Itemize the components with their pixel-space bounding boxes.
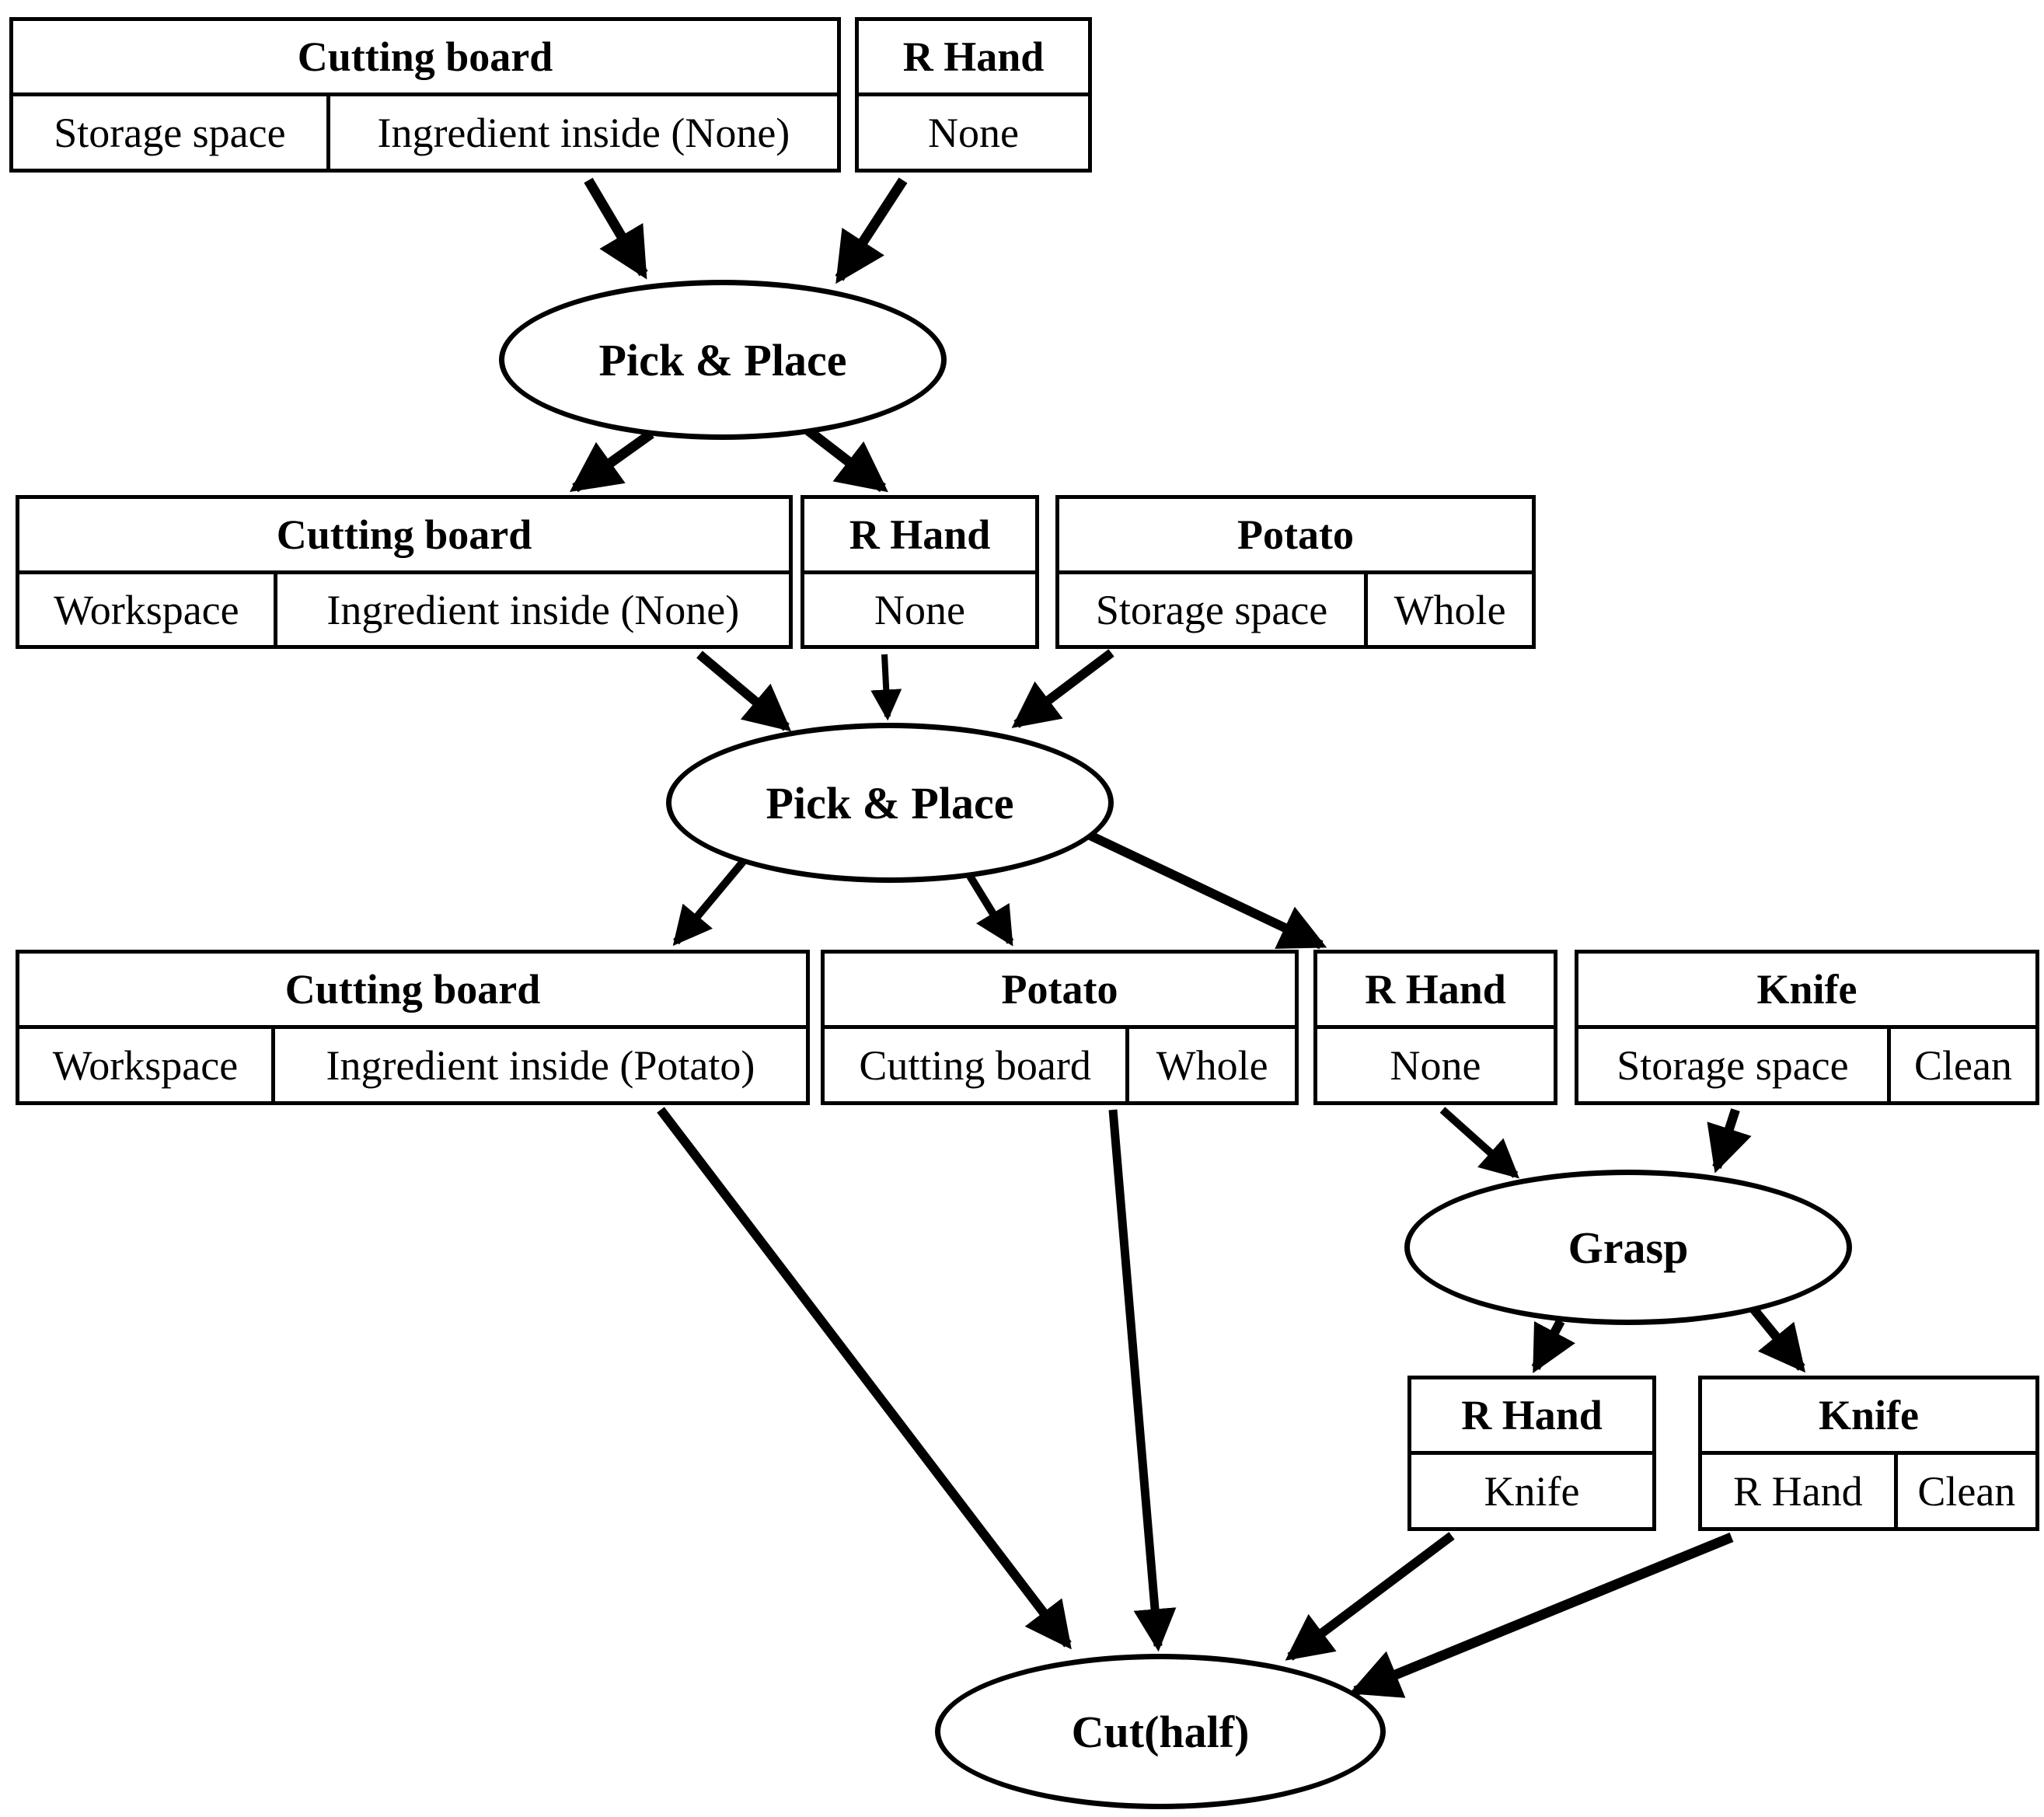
state-title: Knife	[1578, 954, 2035, 1029]
state-cell-holding: None	[874, 586, 965, 633]
edge-pt3-cut	[1108, 1109, 1177, 1652]
state-cell-condition: Whole	[1125, 1029, 1295, 1101]
state-cell-condition: Clean	[1893, 1455, 2035, 1527]
state-cells: None	[1317, 1029, 1554, 1101]
state-cell-condition: Clean	[1886, 1029, 2035, 1101]
state-cell-content: Ingredient inside (None)	[273, 574, 789, 645]
state-cells: None	[804, 574, 1035, 645]
state-cells: None	[859, 96, 1088, 169]
state-cell-content: Ingredient inside (Potato)	[270, 1029, 806, 1101]
state-cell-location: Cutting board	[859, 1041, 1091, 1089]
state-cells: Storage space Whole	[1059, 574, 1532, 645]
edge-kn4-cut	[1348, 1532, 1734, 1698]
state-cell-holding: None	[1390, 1041, 1481, 1089]
state-box-cutting-board-2: Cutting board Workspace Ingredient insid…	[16, 495, 793, 649]
state-cells: R Hand Clean	[1702, 1455, 2035, 1527]
state-cells: Workspace Ingredient inside (Potato)	[19, 1029, 806, 1101]
action-ellipse-cut-half: Cut(half)	[935, 1654, 1386, 1809]
edge-pp2-pt3	[964, 871, 1014, 947]
edge-cb3-cut	[657, 1107, 1072, 1650]
state-cells: Knife	[1411, 1455, 1652, 1527]
state-cell-location: R Hand	[1733, 1467, 1863, 1515]
action-label: Pick & Place	[766, 777, 1014, 828]
state-box-potato-3: Potato Cutting board Whole	[821, 950, 1299, 1105]
state-cell-location: Storage space	[54, 109, 286, 156]
state-box-r-hand-4: R Hand Knife	[1407, 1376, 1656, 1531]
edge-kn3-grasp	[1707, 1108, 1752, 1174]
edge-grasp-rh4	[1531, 1319, 1575, 1374]
state-box-r-hand-2: R Hand None	[801, 495, 1039, 649]
state-title: Cutting board	[13, 21, 837, 96]
state-box-cutting-board-1: Cutting board Storage space Ingredient i…	[9, 17, 841, 173]
state-title: Knife	[1702, 1379, 2035, 1455]
state-box-cutting-board-3: Cutting board Workspace Ingredient insid…	[16, 950, 810, 1105]
edge-pp1-rh2	[805, 426, 888, 493]
edge-pp1-cb2	[569, 429, 654, 493]
edge-rh4-cut	[1285, 1532, 1455, 1661]
state-cell-content: Ingredient inside (None)	[326, 96, 837, 169]
action-label: Cut(half)	[1071, 1706, 1250, 1757]
state-title: R Hand	[804, 499, 1035, 574]
state-title: Cutting board	[19, 499, 789, 574]
state-box-potato-2: Potato Storage space Whole	[1055, 495, 1536, 649]
state-title: Cutting board	[19, 954, 806, 1029]
state-cell-location: Storage space	[1095, 586, 1328, 633]
edge-grasp-kn4	[1749, 1306, 1806, 1373]
action-ellipse-pick-and-place-2: Pick & Place	[666, 723, 1114, 883]
state-box-knife-4: Knife R Hand Clean	[1698, 1376, 2039, 1531]
state-cells: Cutting board Whole	[825, 1029, 1295, 1101]
state-cells: Storage space Ingredient inside (None)	[13, 96, 837, 169]
state-title: Potato	[1059, 499, 1532, 574]
state-title: Potato	[825, 954, 1295, 1029]
state-cell-holding: None	[928, 109, 1019, 156]
state-title: R Hand	[1411, 1379, 1652, 1455]
edge-cb2-pp2	[696, 650, 792, 732]
edge-cb1-pp1	[584, 177, 648, 280]
state-cell-condition: Whole	[1364, 574, 1532, 645]
edge-pp2-cb3	[672, 850, 753, 947]
state-title: R Hand	[1317, 954, 1554, 1029]
edge-rh1-pp1	[835, 177, 908, 284]
state-cell-location: Workspace	[52, 1041, 239, 1089]
state-box-knife-3: Knife Storage space Clean	[1575, 950, 2039, 1105]
action-ellipse-grasp: Grasp	[1404, 1170, 1852, 1325]
state-cell-location: Workspace	[54, 586, 239, 633]
state-box-r-hand-3: R Hand None	[1313, 950, 1557, 1105]
state-cells: Storage space Clean	[1578, 1029, 2035, 1101]
action-label: Grasp	[1568, 1222, 1689, 1273]
edge-pt2-pp2	[1011, 649, 1114, 728]
action-label: Pick & Place	[598, 334, 847, 385]
edge-pp2-rh3	[1080, 827, 1327, 950]
edge-rh2-pp2	[870, 654, 902, 721]
state-title: R Hand	[859, 21, 1088, 96]
action-ellipse-pick-and-place-1: Pick & Place	[499, 280, 947, 440]
state-cells: Workspace Ingredient inside (None)	[19, 574, 789, 645]
edge-rh3-grasp	[1439, 1107, 1519, 1179]
state-cell-location: Storage space	[1617, 1041, 1849, 1089]
state-box-r-hand-1: R Hand None	[855, 17, 1092, 173]
state-cell-holding: Knife	[1484, 1467, 1580, 1515]
